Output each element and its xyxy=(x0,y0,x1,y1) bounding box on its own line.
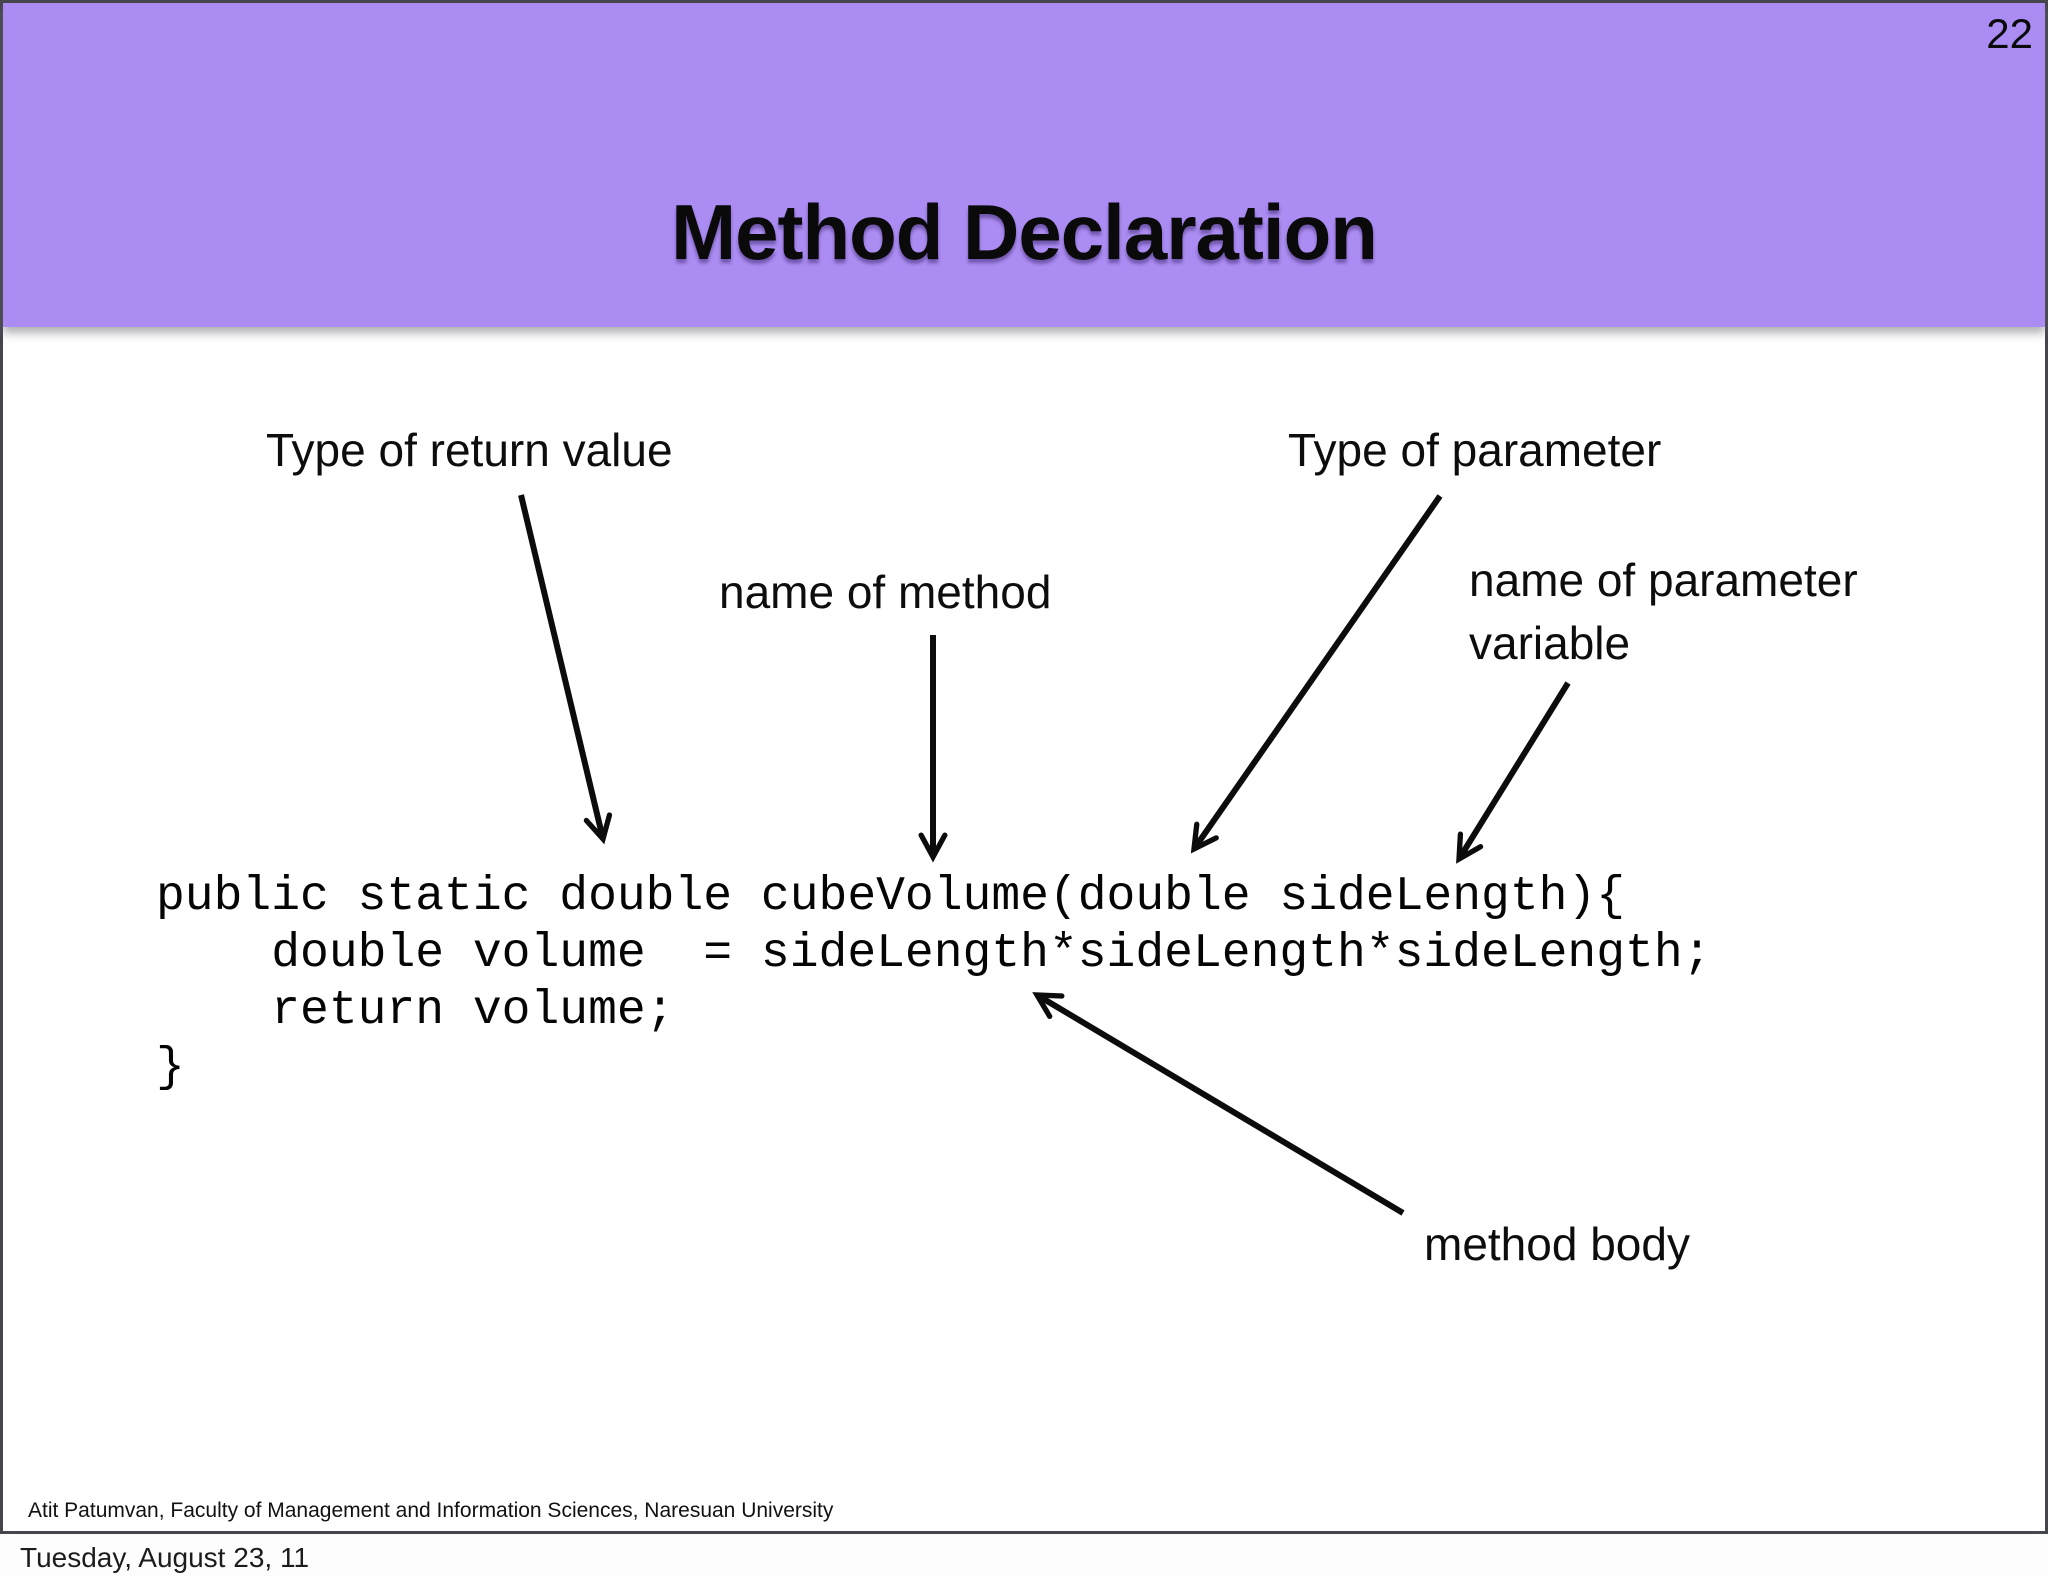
arrow-param-type xyxy=(1190,494,1443,854)
page-number: 22 xyxy=(1986,10,2033,57)
arrow-return-type xyxy=(518,494,613,845)
slide-title: Method Declaration xyxy=(671,188,1378,277)
code-line-1: public static double cubeVolume(double s… xyxy=(156,870,1626,924)
footer-credit: Atit Patumvan, Faculty of Management and… xyxy=(28,1499,834,1522)
code-line-2: double volume = sideLength*sideLength*si… xyxy=(156,927,1712,981)
label-method-body: method body xyxy=(1424,1218,1690,1270)
arrow-param-name xyxy=(1456,681,1571,864)
label-param-type: Type of parameter xyxy=(1288,424,1662,476)
code-line-3: return volume; xyxy=(156,984,675,1038)
label-return-type: Type of return value xyxy=(266,424,673,476)
code-line-4: } xyxy=(156,1041,185,1095)
slide-header-band xyxy=(3,3,2045,327)
code-block: public static double cubeVolume(double s… xyxy=(156,869,1711,1097)
date-caption: Tuesday, August 23, 11 xyxy=(20,1542,310,1573)
label-method-name: name of method xyxy=(719,566,1052,618)
slide: 22 Method Declaration Type of return val… xyxy=(0,0,2048,1534)
label-param-name: name of parameter variable xyxy=(1469,554,1858,670)
